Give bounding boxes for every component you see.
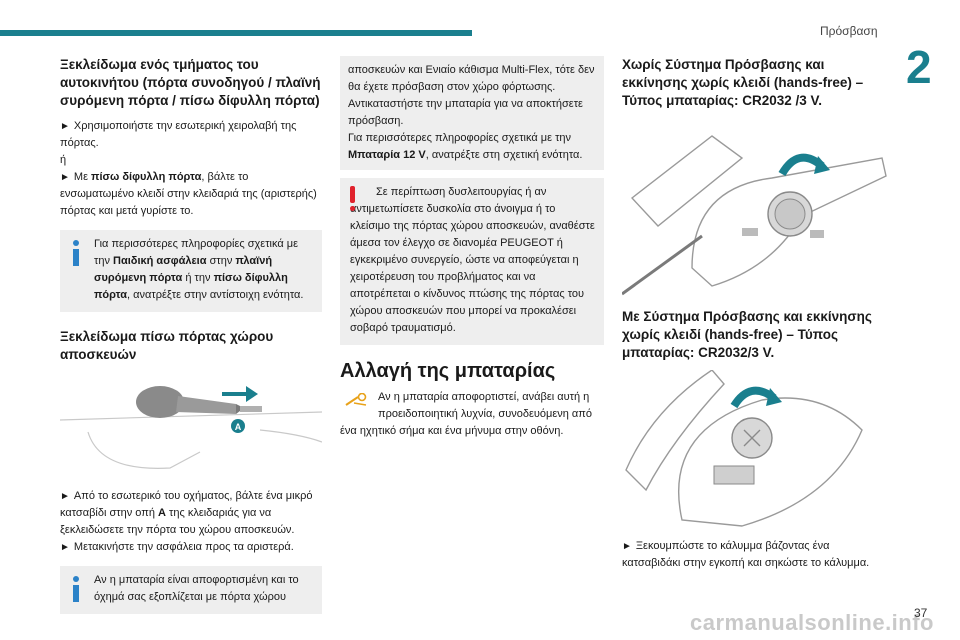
header-accent-bar: [0, 30, 472, 36]
warning-box: Σε περίπτωση δυσλειτουργίας ή αν αντιμετ…: [340, 178, 604, 345]
arrow-bullet-icon: ►: [60, 172, 70, 183]
instruction-screwdriver: ►Από το εσωτερικό του οχήματος, βάλτε έν…: [60, 490, 313, 536]
heading-key-handsfree: Με Σύστημα Πρόσβασης και εκκίνησης χωρίς…: [622, 309, 872, 360]
info-icon: [71, 240, 81, 266]
key-battery-illustration-handsfree: [625, 370, 863, 527]
arrow-bullet-icon: ►: [60, 542, 70, 553]
info-box-child-lock: Για περισσότερες πληροφορίες σχετικά με …: [60, 230, 322, 312]
warning-exclamation-icon: [350, 186, 356, 211]
marker-a-label: A: [235, 422, 242, 432]
section-title: Πρόσβαση: [820, 24, 878, 38]
heading-battery-change: Αλλαγή της μπαταρίας: [340, 360, 556, 382]
column-middle: αποσκευών και Ενιαίο κάθισμα Multi-Flex,…: [340, 56, 604, 440]
heading-unlock-boot: Ξεκλείδωμα πίσω πόρτας χώρου αποσκευών: [60, 329, 274, 362]
heading-key-no-handsfree: Χωρίς Σύστημα Πρόσβασης και εκκίνησης χω…: [622, 57, 864, 108]
boot-lock-illustration: A: [60, 386, 322, 469]
or-text: ή: [60, 154, 67, 166]
info-box-battery-discharged: Αν η μπαταρία είναι αποφορτισμένη και το…: [60, 566, 322, 614]
battery-warning-intro: Αν η μπαταρία αποφορτιστεί, ανάβει αυτή …: [340, 391, 592, 437]
info-icon: [71, 576, 81, 602]
key-battery-illustration-standard: [622, 135, 887, 296]
info-box-continued: αποσκευών και Ενιαίο κάθισμα Multi-Flex,…: [340, 56, 604, 170]
instruction-rear-door: ►Με πίσω δίφυλλη πόρτα, βάλτε το ενσωματ…: [60, 171, 317, 217]
watermark: carmanualsonline.info: [690, 610, 934, 635]
instruction-move-lock: ►Μετακινήστε την ασφάλεια προς τα αριστε…: [60, 541, 294, 553]
arrow-bullet-icon: ►: [622, 541, 632, 552]
instruction-inner-handle: ►Χρησιμοποιήστε την εσωτερική χειρολαβή …: [60, 120, 297, 149]
instruction-unclip-cover: ►Ξεκουμπώστε το κάλυμμα βάζοντας ένα κατ…: [622, 540, 870, 569]
page-number: 37: [914, 606, 928, 620]
arrow-bullet-icon: ►: [60, 491, 70, 502]
battery-warning-lamp-icon: [345, 393, 367, 406]
chapter-number: 2: [906, 41, 932, 93]
heading-unlock-section: Ξεκλείδωμα ενός τμήματος του αυτοκινήτου…: [60, 57, 321, 108]
column-right: Χωρίς Σύστημα Πρόσβασης και εκκίνησης χω…: [622, 56, 890, 572]
column-left: Ξεκλείδωμα ενός τμήματος του αυτοκινήτου…: [60, 56, 322, 624]
arrow-bullet-icon: ►: [60, 121, 70, 132]
